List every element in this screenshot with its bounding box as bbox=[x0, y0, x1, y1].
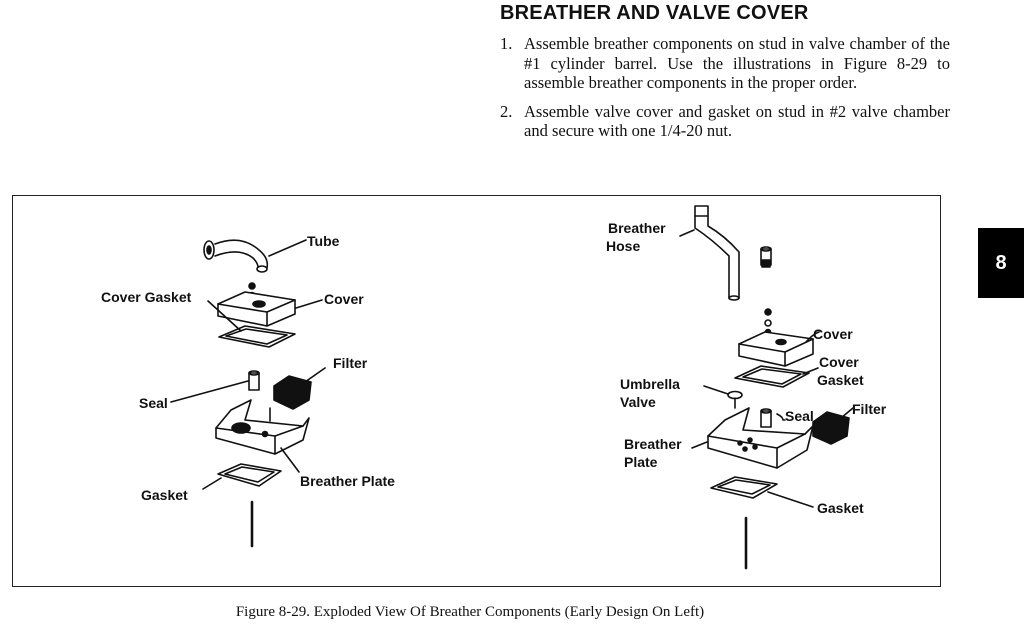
label-cover-gasket-line1: Cover bbox=[819, 354, 859, 370]
cover-gasket-part bbox=[218, 325, 296, 348]
label-breather-hose-line2: Hose bbox=[606, 238, 640, 254]
step-text: Assemble valve cover and gasket on stud … bbox=[524, 101, 950, 141]
label-cover-gasket-line2: Gasket bbox=[817, 372, 864, 388]
label-gasket: Gasket bbox=[141, 487, 188, 503]
cover-part bbox=[738, 331, 814, 367]
gasket-part bbox=[217, 463, 282, 487]
early-design-diagram bbox=[170, 239, 326, 548]
late-design-diagram bbox=[679, 205, 854, 570]
figure-frame: Tube Cover Gasket Cover Filter Seal Brea… bbox=[12, 195, 941, 587]
seal-part bbox=[760, 408, 772, 428]
label-gasket: Gasket bbox=[817, 500, 864, 516]
cover-gasket-part bbox=[734, 365, 810, 388]
instruction-steps: 1. Assemble breather components on stud … bbox=[500, 34, 950, 150]
exploded-view-illustration: Tube Cover Gasket Cover Filter Seal Brea… bbox=[101, 205, 887, 570]
label-cover-gasket: Cover Gasket bbox=[101, 289, 192, 305]
step-number: 1. bbox=[500, 34, 513, 53]
umbrella-valve-part bbox=[727, 390, 743, 409]
filter-part bbox=[812, 411, 850, 445]
fitting-part bbox=[760, 246, 772, 268]
label-breather-plate: Breather Plate bbox=[300, 473, 395, 489]
label-umbrella-valve-line1: Umbrella bbox=[620, 376, 680, 392]
label-filter: Filter bbox=[333, 355, 368, 371]
step-text: Assemble breather components on stud in … bbox=[524, 34, 950, 92]
breather-plate-part bbox=[707, 407, 814, 469]
chapter-tab: 8 bbox=[978, 228, 1024, 298]
tube-part bbox=[203, 239, 269, 273]
section-heading: BREATHER AND VALVE COVER bbox=[500, 2, 809, 24]
breather-plate-part bbox=[215, 399, 310, 455]
step-number: 2. bbox=[500, 101, 513, 121]
label-umbrella-valve-line2: Valve bbox=[620, 394, 656, 410]
filter-part bbox=[273, 375, 312, 410]
breather-hose-part bbox=[694, 205, 740, 301]
step-1: 1. Assemble breather components on stud … bbox=[500, 34, 950, 93]
figure-caption: Figure 8-29. Exploded View Of Breather C… bbox=[235, 604, 705, 620]
label-cover: Cover bbox=[324, 291, 364, 307]
gasket-part bbox=[710, 476, 778, 499]
step-2: 2. Assemble valve cover and gasket on st… bbox=[500, 102, 950, 141]
label-seal: Seal bbox=[785, 408, 814, 424]
label-cover: Cover bbox=[813, 326, 853, 342]
cover-part bbox=[217, 291, 296, 327]
label-breather-hose-line1: Breather bbox=[608, 220, 666, 236]
label-filter: Filter bbox=[852, 401, 887, 417]
label-seal: Seal bbox=[139, 395, 168, 411]
label-breather-plate-line2: Plate bbox=[624, 454, 658, 470]
seal-part bbox=[248, 370, 260, 391]
label-tube: Tube bbox=[307, 233, 340, 249]
label-breather-plate-line1: Breather bbox=[624, 436, 682, 452]
